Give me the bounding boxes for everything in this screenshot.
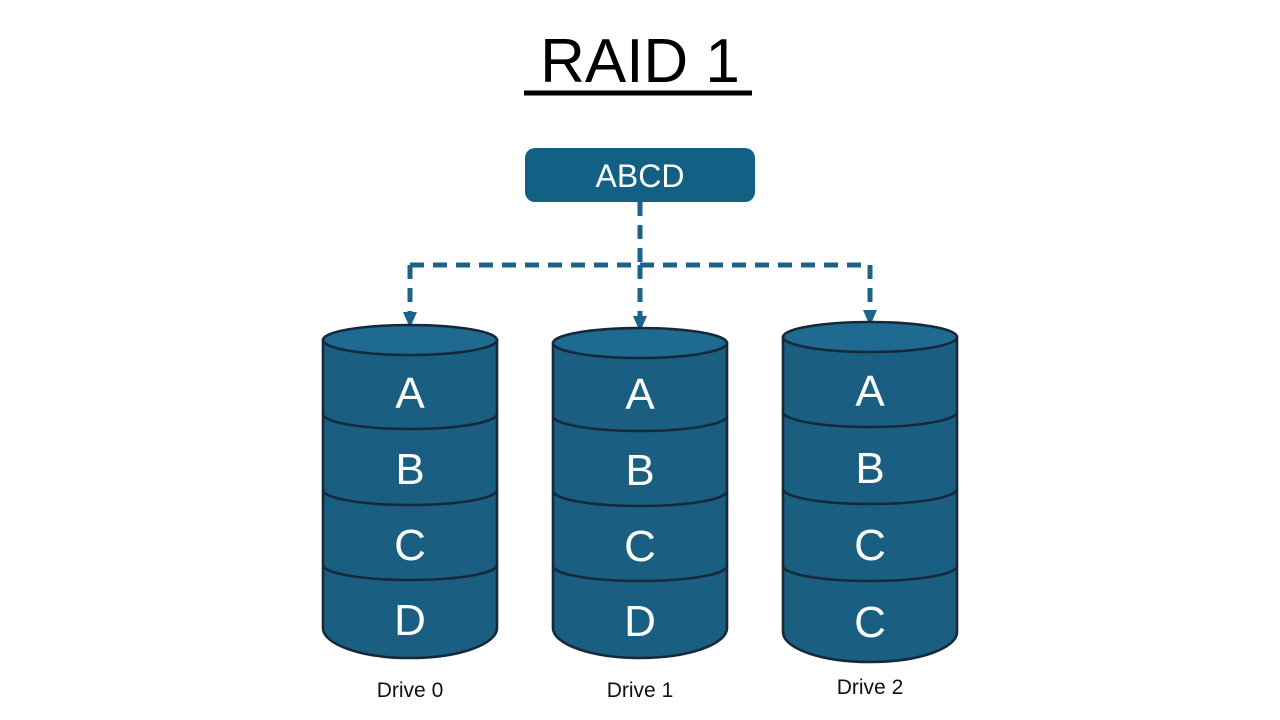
drive-1[interactable]: A B C D Drive 1: [551, 326, 729, 702]
connector-arrowheads: [403, 310, 877, 332]
drive-0[interactable]: A B C D Drive 0: [321, 323, 499, 702]
drive-1-block-1-label: B: [625, 446, 654, 495]
arrowhead-drive-2-icon: [863, 310, 877, 326]
drive-1-divider-3: [551, 565, 729, 583]
drive-0-block-1-label: B: [395, 445, 424, 494]
arrowhead-drive-1-icon: [633, 316, 647, 332]
drive-2-divider-2: [781, 488, 959, 506]
source-block-label: ABCD: [596, 158, 685, 194]
drive-0-divider-2: [321, 489, 499, 507]
drive-0-divider-3: [321, 564, 499, 582]
page-title-group: RAID 1: [524, 27, 752, 96]
source-block-rect: [525, 148, 755, 202]
drive-0-block-0-label: A: [395, 369, 425, 418]
connector-group: [407, 202, 873, 316]
drive-2-block-0-label: A: [855, 367, 885, 416]
drive-1-block-2-label: C: [624, 522, 656, 571]
drive-2-top-face: [781, 320, 959, 354]
drive-2-block-2-label: C: [854, 521, 886, 570]
drive-0-divider-1: [321, 413, 499, 431]
drive-1-divider-1: [551, 415, 729, 433]
source-data-block[interactable]: ABCD: [525, 148, 755, 202]
drive-2-divider-3: [781, 565, 959, 583]
drive-1-caption: Drive 1: [607, 679, 674, 702]
drive-0-block-3-label: D: [394, 596, 426, 645]
drive-1-block-0-label: A: [625, 370, 655, 419]
drive-2-body: [781, 335, 959, 664]
drive-1-block-3-label: D: [624, 597, 656, 646]
arrowhead-drive-0-icon: [403, 312, 417, 328]
drive-0-caption: Drive 0: [377, 679, 444, 702]
drive-0-block-2-label: C: [394, 521, 426, 570]
drive-1-divider-2: [551, 490, 729, 508]
drive-2-block-1-label: B: [855, 444, 884, 493]
page-title: RAID 1: [540, 27, 740, 96]
drive-2-caption: Drive 2: [837, 676, 904, 699]
drive-2-block-3-label: C: [854, 598, 886, 647]
drive-0-top-face: [321, 323, 499, 357]
drive-1-top-face: [551, 326, 729, 360]
drive-2[interactable]: A B C C Drive 2: [781, 320, 959, 699]
drive-2-divider-1: [781, 411, 959, 429]
